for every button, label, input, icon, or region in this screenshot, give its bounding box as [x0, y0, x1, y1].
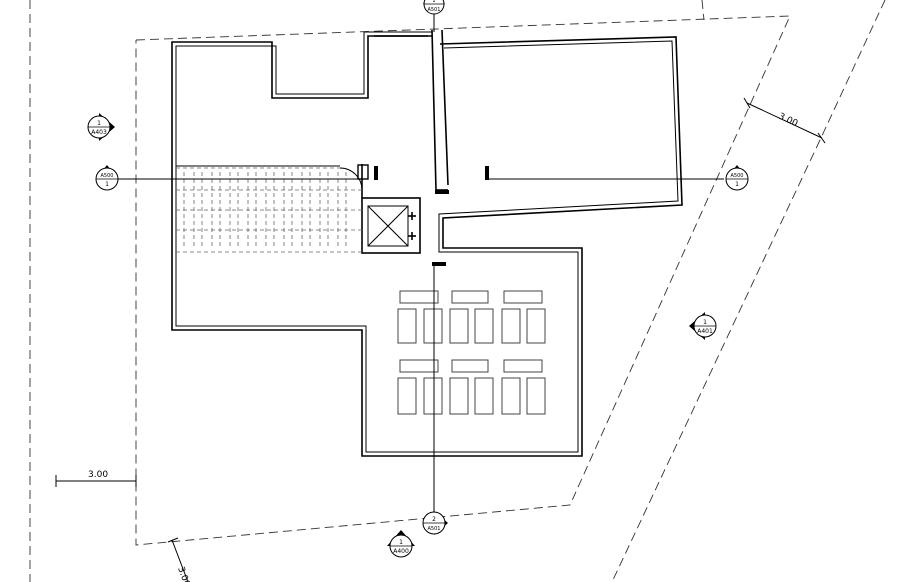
- site-boundary: [29, 0, 886, 582]
- elevation-bottom-number: 1: [399, 539, 403, 546]
- section-marker-bottom[interactable]: 2 A501: [422, 511, 448, 535]
- section-right-sheet: A500: [731, 173, 744, 179]
- elevation-right-sheet: A401: [697, 328, 713, 335]
- section-left-number: 1: [105, 181, 109, 188]
- dimension-label-bottom-left: 3.00: [175, 566, 191, 582]
- section-top-number: 1: [432, 0, 435, 4]
- dimension-top-right: 3.00: [743, 97, 826, 144]
- dimension-bottom-left: 3.00: [167, 537, 192, 582]
- section-left-sheet: A500: [101, 173, 114, 179]
- section-marker-top[interactable]: 1 A501: [423, 0, 445, 15]
- elevation-marker-right[interactable]: 1 A401: [689, 312, 717, 340]
- section-bottom-number: 2: [432, 516, 436, 523]
- deck-grid: [176, 165, 362, 253]
- elevation-left-sheet: A403: [91, 129, 107, 136]
- elevation-bottom-sheet: A400: [393, 548, 409, 555]
- dimension-label-left: 3.00: [88, 470, 108, 480]
- section-right-number: 1: [735, 181, 739, 188]
- section-lines: [118, 12, 724, 512]
- elevation-marker-left[interactable]: 1 A403: [87, 113, 115, 141]
- dimension-left: 3.00: [55, 470, 137, 487]
- section-top-sheet: A501: [428, 7, 441, 13]
- building-walls: [171, 29, 683, 457]
- section-marker-left[interactable]: A500 1: [95, 165, 119, 191]
- elevation-left-number: 1: [97, 120, 101, 127]
- section-marker-right[interactable]: A500 1: [725, 165, 749, 191]
- elevation-right-number: 1: [703, 319, 707, 326]
- section-bottom-sheet: A501: [428, 526, 441, 532]
- elevation-marker-bottom[interactable]: 1 A400: [387, 530, 415, 558]
- furniture-layout: [397, 290, 546, 415]
- dimension-label-top-right: 3.00: [777, 112, 800, 130]
